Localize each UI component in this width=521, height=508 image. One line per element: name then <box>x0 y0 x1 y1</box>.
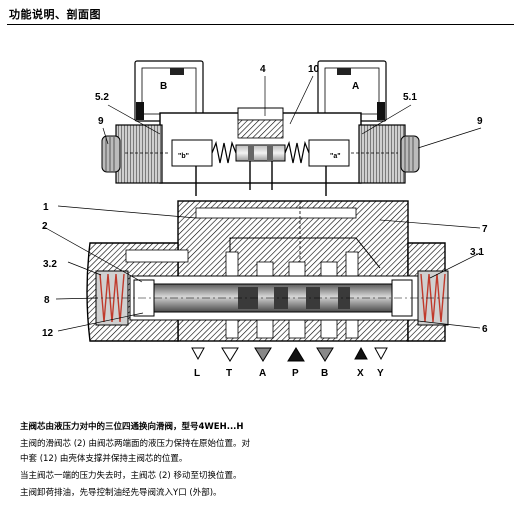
callout-4: 4 <box>260 64 266 75</box>
leader-lines <box>43 75 482 332</box>
port-b-symbol <box>316 347 334 362</box>
port-t-label: T <box>226 368 232 379</box>
port-b-label: B <box>321 368 328 379</box>
port-p-pressure-symbol <box>287 347 305 362</box>
solenoid-b-marker: "b" <box>178 153 189 160</box>
description-line-1: 主阀的滑阀芯 (2) 由阀芯两端面的液压力保持在原始位置。对 <box>20 439 250 449</box>
port-symbols <box>191 346 388 362</box>
port-a-label: A <box>259 368 266 379</box>
callout-3-1: 3.1 <box>470 247 484 258</box>
callout-8: 8 <box>44 295 50 306</box>
port-p-label: P <box>292 368 299 379</box>
description-line-3: 当主阀芯一端的压力失去时，主阀芯 (2) 移动至切换位置。 <box>20 471 242 481</box>
knurled-nut-left <box>101 135 121 173</box>
pilot-valve <box>101 60 420 196</box>
coil-b-label: B <box>160 81 167 92</box>
knurled-nut-right <box>400 135 420 173</box>
port-x-label: X <box>357 368 364 379</box>
callout-3-2: 3.2 <box>43 259 57 270</box>
callout-1: 1 <box>43 202 49 213</box>
title-underline <box>7 24 514 25</box>
port-y-symbol <box>374 347 388 361</box>
callout-9-right: 9 <box>477 116 483 127</box>
callout-2: 2 <box>42 221 48 232</box>
port-l-label: L <box>194 368 200 379</box>
port-t-tank-symbol <box>221 347 239 362</box>
port-y-label: Y <box>377 368 384 379</box>
callout-5-2: 5.2 <box>95 92 109 103</box>
main-valve-body <box>86 200 450 342</box>
valve-cross-section-diagram: 4 10 5.2 5.1 9 9 1 2 3.2 7 3.1 8 6 12 B … <box>42 60 488 379</box>
callout-9-left: 9 <box>98 116 104 127</box>
description-line-2: 中套 (12) 由壳体支撑并保持主阀芯的位置。 <box>20 454 188 464</box>
caption-title: 主阀芯由液压力对中的三位四通换向滑阀，型号4WEH...H <box>20 422 244 432</box>
callout-6: 6 <box>482 324 488 335</box>
description-line-4: 主阀卸荷排油，先导控制油经先导阀流入Y口 (外部)。 <box>20 488 222 498</box>
callout-7: 7 <box>482 224 488 235</box>
port-x-symbol <box>354 346 368 360</box>
port-a-symbol <box>254 347 272 362</box>
page-title: 功能说明、剖面图 <box>9 8 101 21</box>
connector-plug-b <box>134 60 204 122</box>
callout-10: 10 <box>308 64 320 75</box>
callout-5-1: 5.1 <box>403 92 417 103</box>
solenoid-a-marker: "a" <box>330 153 341 160</box>
coil-a-label: A <box>352 81 359 92</box>
connector-plug-a <box>317 60 387 122</box>
port-l-drain-symbol <box>191 347 205 361</box>
callout-12: 12 <box>42 328 54 339</box>
